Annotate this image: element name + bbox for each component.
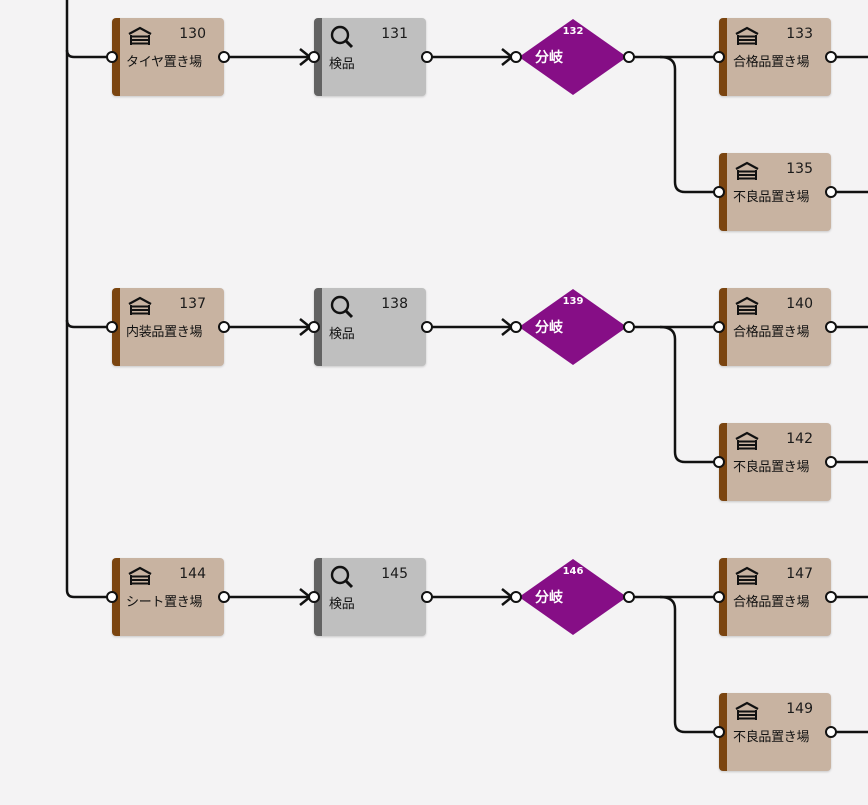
node-id: 137 [179,296,206,312]
node-id: 131 [381,26,408,42]
connection-port[interactable] [308,321,320,333]
connection-port[interactable] [106,321,118,333]
connection-port[interactable] [713,186,725,198]
node-label: 不良品置き場 [733,190,810,205]
node-label: 検品 [329,597,355,612]
feed-line [65,319,111,329]
node-id: 133 [786,26,813,42]
node-id: 135 [786,161,813,177]
connection-port[interactable] [421,591,433,603]
node-id: 142 [786,431,813,447]
connection-port[interactable] [713,456,725,468]
node-label: 合格品置き場 [733,55,810,70]
storage-node-133[interactable]: 133 合格品置き場 [719,18,831,96]
node-id: 132 [562,26,584,37]
connection-port[interactable] [825,726,837,738]
node-id: 130 [179,26,206,42]
connection-port[interactable] [218,51,230,63]
node-id: 139 [562,296,584,307]
diamond-shape [519,559,627,635]
node-id: 149 [786,701,813,717]
connection-port[interactable] [713,321,725,333]
flow-line [659,325,717,464]
warehouse-icon [735,701,759,720]
warehouse-icon [735,26,759,45]
storage-node-137[interactable]: 137 内装品置き場 [112,288,224,366]
warehouse-icon [735,296,759,315]
warehouse-icon [735,161,759,180]
storage-node-140[interactable]: 140 合格品置き場 [719,288,831,366]
node-label: 分岐 [535,320,563,336]
connection-port[interactable] [510,591,522,603]
warehouse-icon [128,296,152,315]
inspect-node-131[interactable]: 131 検品 [314,18,426,96]
flow-line [659,55,717,194]
storage-node-130[interactable]: 130 タイヤ置き場 [112,18,224,96]
storage-node-135[interactable]: 135 不良品置き場 [719,153,831,231]
connection-port[interactable] [825,456,837,468]
connection-port[interactable] [623,591,635,603]
flow-line [659,595,717,734]
magnifier-icon [330,25,354,49]
connection-port[interactable] [713,726,725,738]
connection-port[interactable] [421,321,433,333]
connection-port[interactable] [510,321,522,333]
warehouse-icon [735,431,759,450]
node-id: 144 [179,566,206,582]
node-id: 147 [786,566,813,582]
connection-port[interactable] [623,321,635,333]
connection-port[interactable] [825,186,837,198]
connection-port[interactable] [825,51,837,63]
inspect-node-145[interactable]: 145 検品 [314,558,426,636]
node-label: 合格品置き場 [733,325,810,340]
connection-port[interactable] [825,321,837,333]
connection-port[interactable] [825,591,837,603]
connection-port[interactable] [106,51,118,63]
node-label: タイヤ置き場 [126,55,202,70]
node-id: 146 [562,566,584,577]
connection-port[interactable] [218,591,230,603]
connection-port[interactable] [510,51,522,63]
node-id: 140 [786,296,813,312]
warehouse-icon [735,566,759,585]
node-label: 合格品置き場 [733,595,810,610]
connection-port[interactable] [218,321,230,333]
node-label: シート置き場 [126,595,203,610]
node-id: 145 [381,566,408,582]
magnifier-icon [330,295,354,319]
connection-port[interactable] [713,51,725,63]
storage-node-149[interactable]: 149 不良品置き場 [719,693,831,771]
diamond-shape [519,289,627,365]
feed-line [65,49,111,59]
branch-node-146[interactable]: 146 分岐 [517,558,629,636]
node-id: 138 [381,296,408,312]
magnifier-icon [330,565,354,589]
connection-port[interactable] [623,51,635,63]
branch-node-132[interactable]: 132 分岐 [517,18,629,96]
connection-port[interactable] [106,591,118,603]
storage-node-147[interactable]: 147 合格品置き場 [719,558,831,636]
node-label: 不良品置き場 [733,460,810,475]
inspect-node-138[interactable]: 138 検品 [314,288,426,366]
node-label: 分岐 [535,50,563,66]
connection-port[interactable] [308,51,320,63]
trunk-line [65,0,75,599]
node-label: 分岐 [535,590,563,606]
storage-node-144[interactable]: 144 シート置き場 [112,558,224,636]
branch-node-139[interactable]: 139 分岐 [517,288,629,366]
diamond-shape [519,19,627,95]
connection-port[interactable] [308,591,320,603]
node-label: 内装品置き場 [126,325,203,340]
warehouse-icon [128,26,152,45]
node-label: 検品 [329,327,355,342]
node-label: 不良品置き場 [733,730,810,745]
storage-node-142[interactable]: 142 不良品置き場 [719,423,831,501]
connection-port[interactable] [421,51,433,63]
connection-port[interactable] [713,591,725,603]
node-label: 検品 [329,57,355,72]
warehouse-icon [128,566,152,585]
